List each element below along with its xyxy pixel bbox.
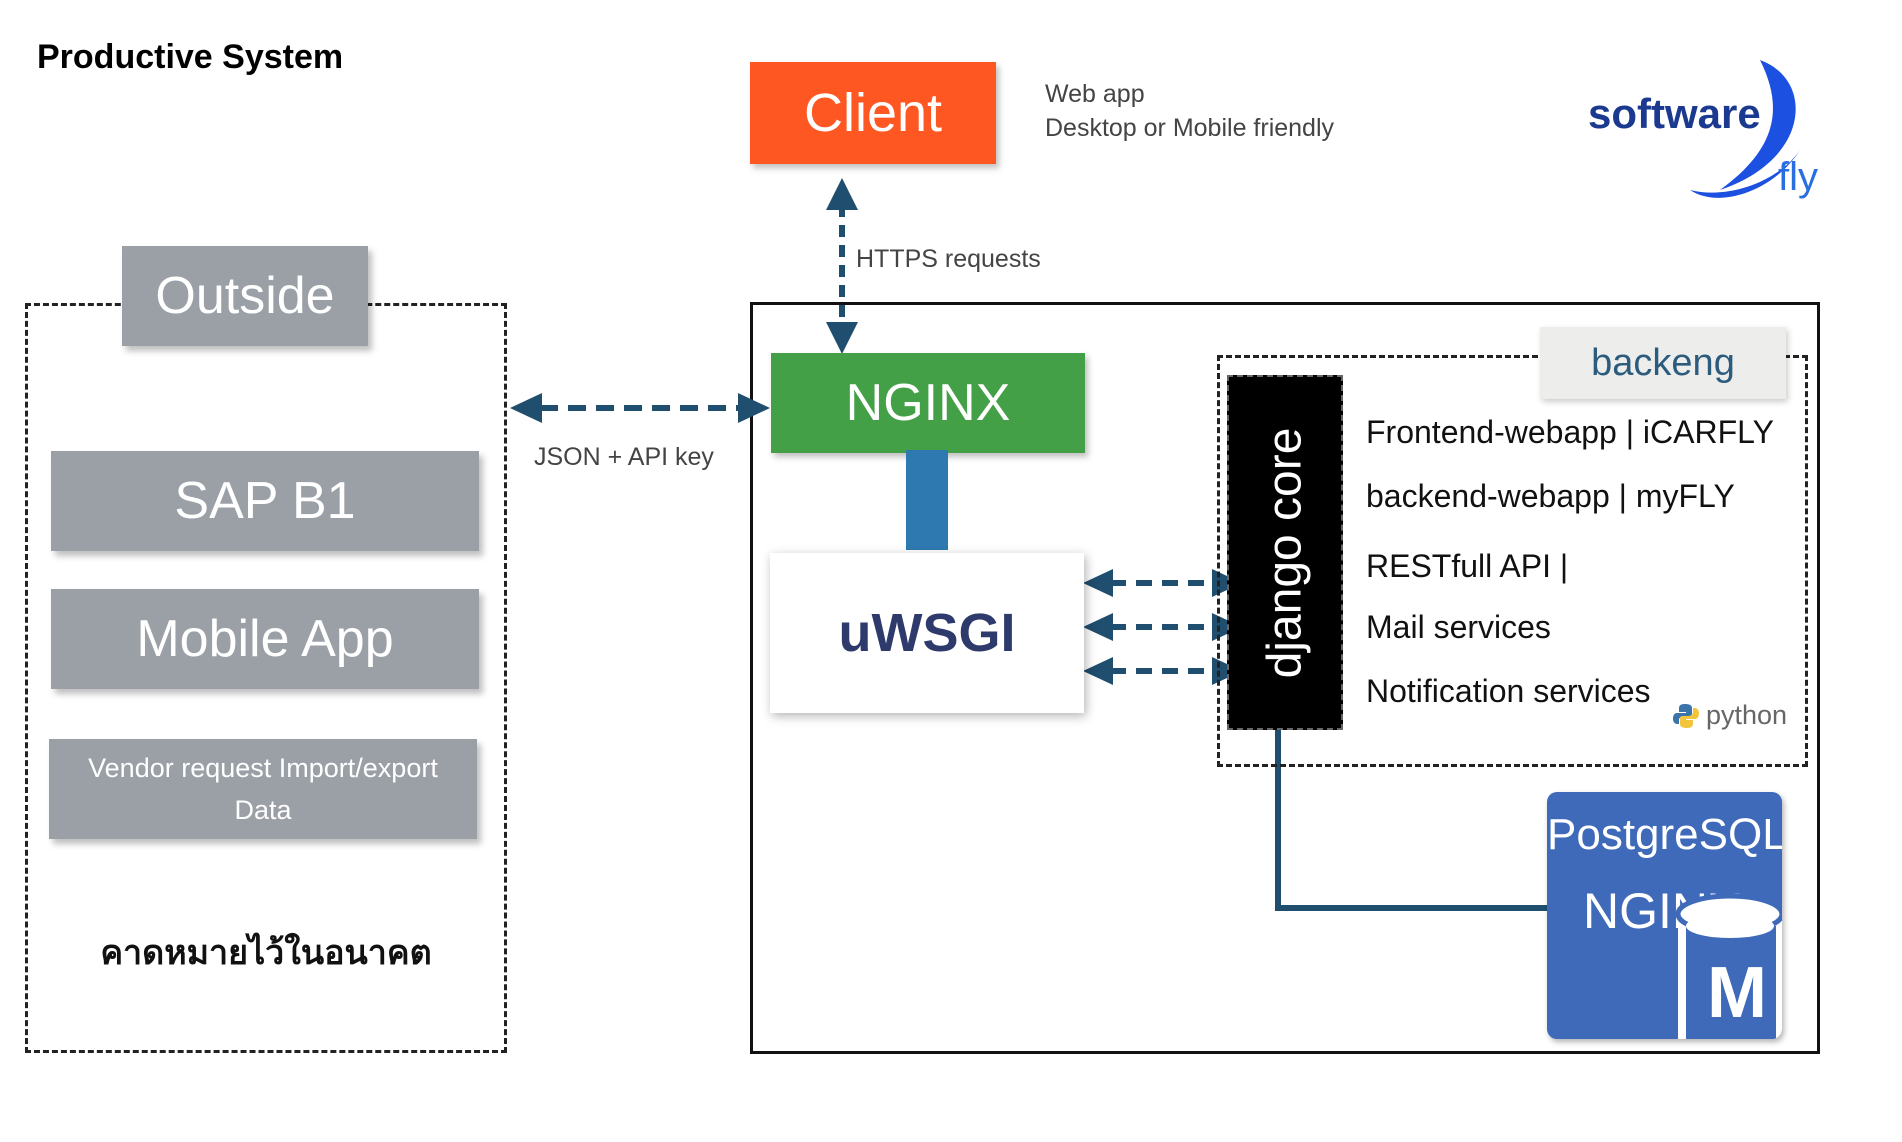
logo-word-fly: fly	[1778, 155, 1818, 199]
json-label: JSON + API key	[534, 443, 714, 471]
postgresql-box: PostgreSQL NGINX M	[1547, 792, 1782, 1039]
softwarefly-logo: software fly	[1570, 40, 1850, 210]
logo-swoosh-1	[1720, 60, 1796, 190]
django-core-label-wrap: django core	[1227, 375, 1343, 730]
uwsgi-box: uWSGI	[770, 553, 1084, 713]
service-notification: Notification services	[1366, 673, 1651, 709]
database-icon-letter: M	[1707, 953, 1767, 1033]
client-box: Client	[750, 62, 996, 164]
django-core-box	[1227, 375, 1343, 730]
backend-label: backeng	[1540, 327, 1786, 399]
outside-label: Outside	[122, 246, 368, 346]
service-mail: Mail services	[1366, 609, 1551, 645]
backend-frame	[1217, 355, 1808, 767]
python-icon	[1673, 703, 1699, 728]
service-rest-api: RESTfull API |	[1366, 548, 1569, 584]
logo-word-software: software	[1588, 90, 1761, 137]
server-frame	[750, 302, 1820, 1054]
vendor-request-box: Vendor request Import/export Data	[49, 739, 477, 839]
https-arrowhead-down	[826, 322, 858, 354]
https-arrowhead-up	[826, 178, 858, 210]
mobile-app-box: Mobile App	[51, 589, 479, 689]
json-arrowhead-right	[738, 393, 770, 423]
database-icon	[1675, 893, 1782, 1039]
logo-swoosh-2	[1690, 150, 1800, 198]
https-label: HTTPS requests	[856, 245, 1041, 273]
future-note: คาดหมายไว้ในอนาคต	[100, 933, 432, 973]
client-note-line-1: Web app	[1045, 80, 1145, 108]
vendor-line-2: Data	[234, 795, 292, 825]
service-frontend: Frontend-webapp | iCARFLY	[1366, 414, 1774, 450]
json-arrowhead-left	[510, 393, 542, 423]
db-connector	[1275, 730, 1556, 911]
client-note: Web app Desktop or Mobile friendly	[1045, 77, 1334, 145]
client-note-line-2: Desktop or Mobile friendly	[1045, 114, 1335, 142]
page-title: Productive System	[37, 38, 344, 76]
python-logo: python	[1672, 700, 1787, 731]
nginx-box: NGINX	[771, 353, 1085, 453]
postgresql-title: PostgreSQL	[1547, 810, 1782, 859]
django-core-label: django core	[1258, 427, 1312, 678]
python-label: python	[1706, 700, 1788, 730]
nginx-uwsgi-pipe	[906, 450, 948, 550]
vendor-line-1: Vendor request Import/export	[88, 753, 438, 783]
sap-b1-box: SAP B1	[51, 451, 479, 551]
service-backend: backend-webapp | myFLY	[1366, 478, 1735, 514]
